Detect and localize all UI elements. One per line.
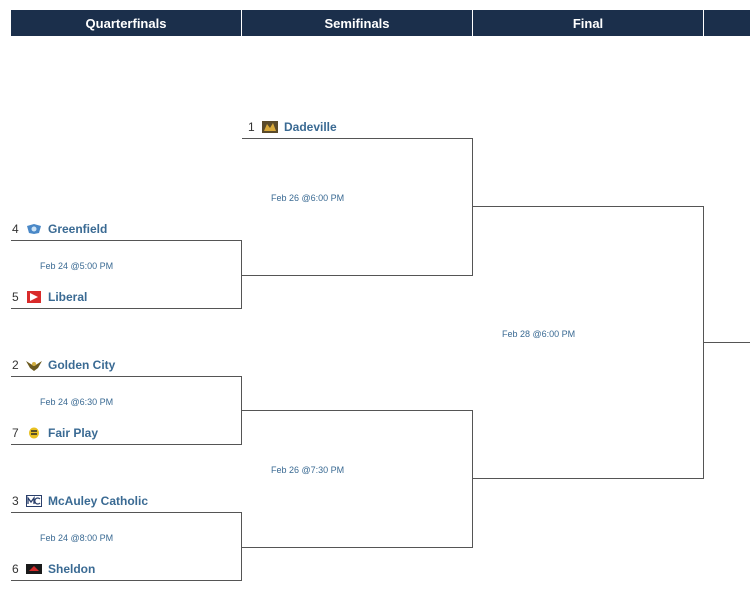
header-semifinals: Semifinals xyxy=(241,10,472,36)
bracket-line xyxy=(242,138,473,139)
seed: 4 xyxy=(12,222,19,236)
game-date-qf3[interactable]: Feb 24 @8:00 PM xyxy=(40,533,114,543)
game-date-qf2[interactable]: Feb 24 @6:30 PM xyxy=(40,397,114,407)
bracket-line xyxy=(242,410,473,411)
bracket-line xyxy=(11,376,242,377)
team-liberal[interactable]: 5 Liberal xyxy=(12,288,87,306)
bracket-line xyxy=(11,444,242,445)
header-semifinals-label: Semifinals xyxy=(324,15,390,31)
seed: 7 xyxy=(12,426,19,440)
header-quarterfinals-label: Quarterfinals xyxy=(85,15,167,31)
team-greenfield[interactable]: 4 Greenfield xyxy=(12,220,107,238)
team-dadeville[interactable]: 1 Dadeville xyxy=(248,118,337,136)
seed: 3 xyxy=(12,494,19,508)
bracket-line xyxy=(241,512,242,581)
team-name: Sheldon xyxy=(48,562,96,576)
game-date-sf1[interactable]: Feb 26 @6:00 PM xyxy=(271,193,345,203)
bracket-line xyxy=(11,240,242,241)
bracket-line xyxy=(241,376,242,445)
header-champion xyxy=(703,10,750,36)
game-date-final[interactable]: Feb 28 @6:00 PM xyxy=(502,329,576,339)
header-final-label: Final xyxy=(572,15,604,31)
header-final: Final xyxy=(472,10,703,36)
team-name: Fair Play xyxy=(48,426,99,440)
fair-play-logo-icon xyxy=(26,427,42,439)
bracket-line xyxy=(11,512,242,513)
bracket-line xyxy=(11,580,242,581)
team-golden-city[interactable]: 2 Golden City xyxy=(12,356,115,374)
seed: 2 xyxy=(12,358,19,372)
bracket-line xyxy=(11,308,242,309)
game-date-sf2[interactable]: Feb 26 @7:30 PM xyxy=(271,465,345,475)
liberal-logo-icon xyxy=(26,291,42,303)
team-name: Liberal xyxy=(48,290,88,304)
golden-city-logo-icon xyxy=(26,359,42,371)
game-date-qf1[interactable]: Feb 24 @5:00 PM xyxy=(40,261,114,271)
team-name: Greenfield xyxy=(48,222,108,236)
bracket-line xyxy=(472,410,473,548)
team-name: Dadeville xyxy=(284,120,337,134)
bracket-line xyxy=(242,547,473,548)
bracket-line xyxy=(472,138,473,276)
dadeville-logo-icon xyxy=(262,121,278,133)
seed: 6 xyxy=(12,562,19,576)
team-name: Golden City xyxy=(48,358,116,372)
greenfield-logo-icon xyxy=(26,223,42,235)
bracket-line xyxy=(704,342,750,343)
header-quarterfinals: Quarterfinals xyxy=(11,10,241,36)
team-fair-play[interactable]: 7 Fair Play xyxy=(12,424,98,442)
bracket-line xyxy=(241,240,242,309)
seed: 5 xyxy=(12,290,19,304)
team-sheldon[interactable]: 6 Sheldon xyxy=(12,560,95,578)
team-mcauley-catholic[interactable]: 3 McAuley Catholic xyxy=(12,492,148,510)
bracket-line xyxy=(242,275,473,276)
team-name: McAuley Catholic xyxy=(48,494,149,508)
bracket-line xyxy=(703,206,704,479)
bracket-line xyxy=(473,206,704,207)
seed: 1 xyxy=(248,120,255,134)
sheldon-logo-icon xyxy=(26,563,42,575)
mcauley-logo-icon xyxy=(26,495,42,507)
bracket-line xyxy=(473,478,704,479)
